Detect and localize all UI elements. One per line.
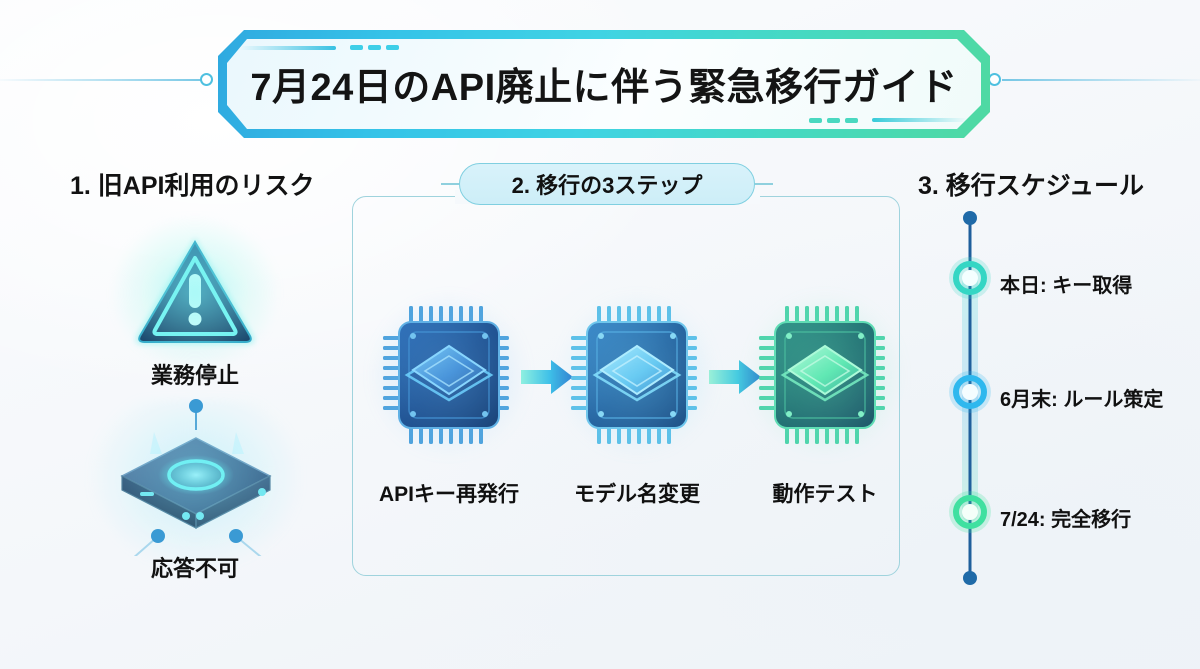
step-label-2: 動作テスト xyxy=(772,483,878,506)
title-dash-c xyxy=(386,45,399,50)
title-connector-dot-left xyxy=(200,73,213,86)
title-connector-left xyxy=(0,79,206,81)
title-dash-b xyxy=(368,45,381,50)
warning-icon-glow xyxy=(109,214,281,372)
milestone-label-0: 本日: キー取得 xyxy=(1000,275,1133,297)
arrow-right-icon-1 xyxy=(709,360,761,394)
milestone-label-2: 7/24: 完全移行 xyxy=(1000,509,1132,531)
steps-pill-tick-left xyxy=(441,183,459,185)
steps-pill-tick-right xyxy=(755,183,773,185)
step-label-0: APIキー再発行 xyxy=(378,483,519,506)
title-accent-line-left xyxy=(240,46,336,50)
step-icon-0 xyxy=(365,288,533,462)
step-icon-2-glow xyxy=(741,288,909,462)
section-heading-schedule: 3. 移行スケジュール xyxy=(918,172,1145,200)
step-icon-0-glow xyxy=(365,288,533,462)
step-icon-1-glow xyxy=(553,288,721,462)
title-dash-d xyxy=(845,118,858,123)
title-banner: 7月24日のAPI廃止に伴う緊急移行ガイド xyxy=(218,30,990,138)
risk-label-0: 業務停止 xyxy=(150,363,239,388)
page-title: 7月24日のAPI廃止に伴う緊急移行ガイド xyxy=(250,66,958,109)
title-dash-f xyxy=(809,118,822,123)
milestone-label-1: 6月末: ルール策定 xyxy=(1000,389,1164,411)
step-icon-1 xyxy=(553,288,721,462)
title-accent-line-right xyxy=(872,118,968,122)
title-dash-e xyxy=(827,118,840,123)
schedule-timeline xyxy=(949,211,991,585)
step-icon-2 xyxy=(741,288,909,462)
step-label-1: モデル名変更 xyxy=(574,483,700,506)
title-connector-right xyxy=(1002,79,1200,81)
section-heading-steps: 2. 移行の3ステップ xyxy=(459,163,755,205)
title-frame-inner xyxy=(227,39,981,129)
risk-label-1: 応答不可 xyxy=(150,556,239,581)
server-node-connectors xyxy=(133,399,262,556)
arrow-right-icon-0 xyxy=(521,360,573,394)
warning-triangle-icon xyxy=(109,214,281,372)
section-heading-risks: 1. 旧API利用のリスク xyxy=(70,172,315,200)
title-dash-a xyxy=(350,45,363,50)
